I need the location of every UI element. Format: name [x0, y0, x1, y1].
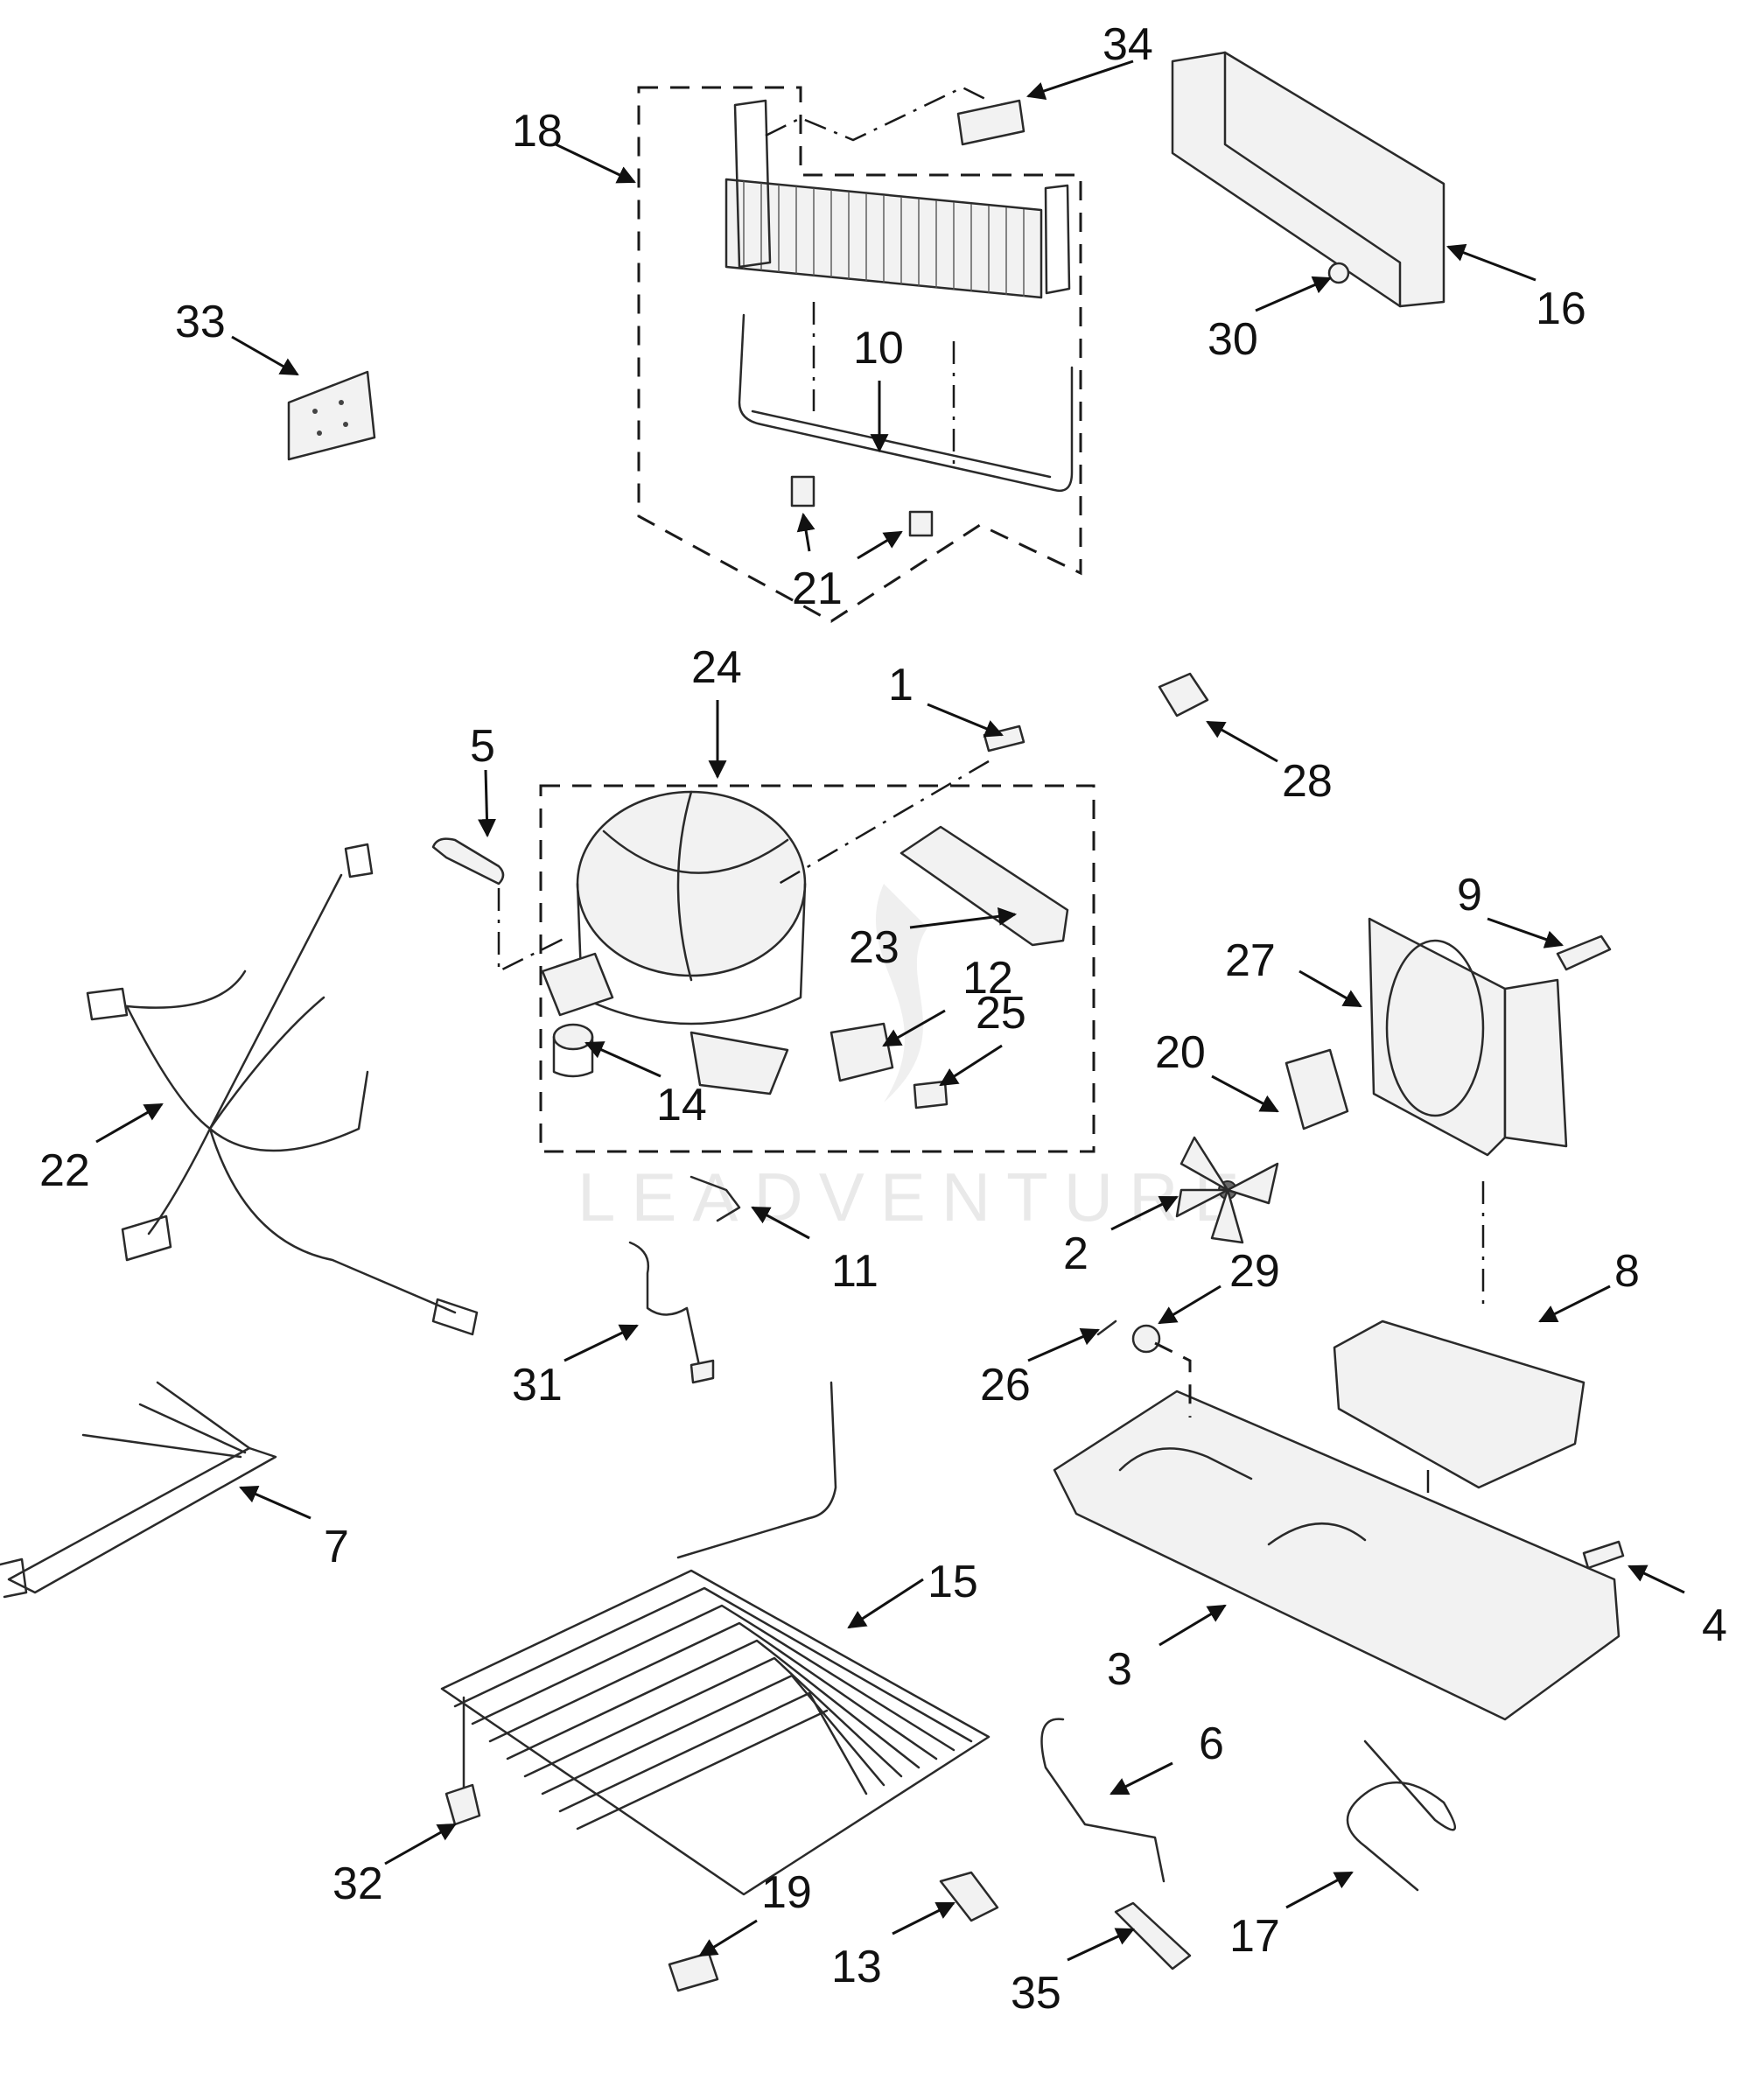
callout-26: 26: [980, 1360, 1031, 1410]
callout-21: 21: [792, 564, 843, 614]
callout-33: 33: [175, 297, 226, 347]
clip-part: [444, 1783, 481, 1826]
callout-13: 13: [831, 1942, 882, 1992]
evaporator-assembly-group: [637, 86, 1082, 623]
watermark: LEADVENTURE: [578, 884, 1255, 1236]
grommet-part: [552, 1023, 594, 1051]
wire-harness-part: [86, 843, 479, 1336]
clip-wire-part: [690, 1175, 741, 1222]
callout-27: 27: [1225, 935, 1276, 986]
fan-shroud-part: [1368, 917, 1507, 1157]
callout-5: 5: [470, 721, 495, 772]
callout-22: 22: [39, 1145, 90, 1196]
callout-14: 14: [656, 1080, 707, 1130]
callout-30: 30: [1208, 314, 1258, 365]
callout-34: 34: [1102, 19, 1153, 70]
cap-part: [1158, 672, 1209, 718]
compressor-assembly-group: [539, 784, 1096, 1153]
control-board-part: [287, 370, 376, 461]
callout-16: 16: [1536, 284, 1586, 334]
callout-2: 2: [1063, 1228, 1088, 1279]
wire-harness-part-2: [0, 1381, 277, 1599]
callout-1: 1: [888, 660, 914, 710]
callout-24: 24: [691, 642, 742, 693]
wire-part: [1040, 1718, 1166, 1883]
callout-15: 15: [928, 1557, 978, 1607]
condenser-part: [440, 1381, 990, 1896]
callout-3: 3: [1107, 1644, 1132, 1695]
screw-part: [1582, 1540, 1625, 1570]
screw-part: [983, 724, 1026, 752]
callout-25: 25: [976, 988, 1026, 1039]
callout-7: 7: [324, 1522, 349, 1572]
clip-part: [790, 475, 816, 508]
callout-arrows: [95, 60, 1685, 1962]
clip-part: [908, 510, 934, 537]
callout-11: 11: [831, 1246, 878, 1297]
callout-8: 8: [1614, 1246, 1640, 1297]
callout-12: 12: [962, 953, 1013, 1004]
callout-20: 20: [1155, 1027, 1206, 1078]
callout-6: 6: [1199, 1718, 1224, 1769]
compressor-bracket-part: [1333, 1320, 1586, 1489]
drain-tube-part: [628, 1241, 702, 1371]
pin-part: [1096, 1320, 1117, 1336]
callout-29: 29: [1229, 1246, 1280, 1297]
callout-35: 35: [1011, 1968, 1061, 2019]
callout-23: 23: [849, 922, 900, 973]
callout-4: 4: [1702, 1600, 1727, 1651]
fan-motor-part: [1284, 1048, 1349, 1130]
filter-drier-part: [900, 825, 1069, 947]
callout-17: 17: [1229, 1911, 1280, 1962]
callout-labels: 34 18 16 30 33 10 21 24 1 28 5 9 23 27 1…: [39, 19, 1727, 2019]
defrost-heater-part: [738, 313, 1074, 493]
base-plate-part: [1053, 1390, 1620, 1721]
callout-9: 9: [1457, 870, 1482, 920]
thermostat-part: [668, 1951, 719, 1992]
strap-part: [431, 837, 505, 886]
watermark-text: LEADVENTURE: [578, 1158, 1255, 1236]
callout-28: 28: [1282, 756, 1333, 807]
tube-part: [1114, 1901, 1192, 1970]
overload-cap-part: [913, 1080, 948, 1110]
screw-part: [1556, 934, 1612, 971]
grommet-part: [1131, 1324, 1161, 1354]
hose-part: [1346, 1740, 1457, 1892]
callout-10: 10: [853, 323, 904, 374]
bracket-part: [956, 99, 1026, 146]
evaporator-coil-part: [724, 99, 1071, 299]
callout-18: 18: [512, 106, 563, 157]
start-relay-part: [830, 1022, 894, 1082]
callout-19: 19: [761, 1867, 812, 1918]
compressor-part: [541, 790, 807, 1096]
callout-31: 31: [512, 1360, 563, 1410]
grommet-part: [1327, 262, 1350, 284]
callout-32: 32: [332, 1858, 383, 1909]
evaporator-cover-part: [1171, 51, 1446, 308]
fan-blade-part: [1175, 1136, 1279, 1244]
sleeve-part: [939, 1871, 999, 1922]
